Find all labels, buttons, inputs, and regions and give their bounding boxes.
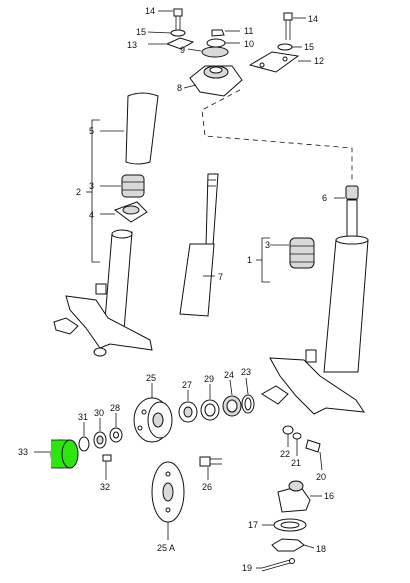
part-14-right-bolt [283,12,293,40]
label-3-left: 3 [89,181,94,191]
label-15-left: 15 [136,27,146,37]
part-13-left-plate [165,37,195,50]
label-13: 13 [127,40,137,50]
label-2: 2 [76,187,81,197]
part-32-screw [102,454,112,470]
part-15-right-washer [277,43,293,51]
label-26: 26 [202,482,212,492]
part-4-spring-seat [113,201,148,223]
part-14-left-bolt [173,8,183,30]
label-25a: 25 A [157,543,175,553]
bracket-1 [256,237,270,283]
label-23: 23 [241,367,251,377]
part-5-dust-boot [125,92,159,165]
bracket-2 [86,119,100,263]
part-9-bushing [201,46,229,58]
part-6-sleeve [345,185,359,200]
label-31: 31 [78,412,88,422]
label-32: 32 [100,482,110,492]
label-3-right: 3 [265,240,270,250]
label-4: 4 [89,210,94,220]
label-24: 24 [224,370,234,380]
label-15-right: 15 [304,42,314,52]
label-16: 16 [324,491,334,501]
part-21-washer [292,432,302,440]
part-3-left-bump-stop [121,174,145,198]
label-22: 22 [280,449,290,459]
part-29-seal [200,399,220,421]
part-23-ring [241,394,255,414]
label-8: 8 [177,83,182,93]
part-3-right-bump-stop [289,237,315,269]
label-14-right: 14 [308,14,318,24]
label-29: 29 [204,374,214,384]
label-1: 1 [247,255,252,265]
label-7: 7 [218,272,223,282]
part-11-nut [211,29,225,37]
label-12: 12 [314,56,324,66]
part-26-bolt [199,456,222,467]
part-25-hub [133,397,173,443]
part-16-ball-joint [277,480,311,513]
label-14-left: 14 [145,6,155,16]
right-steering-knuckle [261,357,366,415]
part-31-lock [78,436,90,452]
part-30-nut [93,431,107,449]
part-24-bearing [222,395,242,417]
part-number-labels: 14 15 13 11 10 9 14 15 12 8 5 2 3 4 7 6 … [18,6,334,573]
part-28-washer [109,427,123,443]
part-12-right-plate [248,51,300,73]
label-28: 28 [110,403,120,413]
part-25a-flange [151,461,185,523]
left-steering-knuckle [53,295,153,357]
label-9: 9 [180,45,185,55]
part-33-cap-highlighted [50,439,79,469]
label-5: 5 [89,126,94,136]
label-21: 21 [291,458,301,468]
label-19: 19 [242,563,252,573]
label-27: 27 [182,380,192,390]
right-strut-body [305,199,369,373]
part-27-bearing [178,401,198,423]
label-33: 33 [18,447,28,457]
label-6: 6 [322,193,327,203]
part-8-upper-mount [189,65,243,97]
part-18-lock-washer [271,538,305,552]
label-20: 20 [316,472,326,482]
part-17-ring-nut [273,518,307,532]
label-25: 25 [146,373,156,383]
label-30: 30 [94,408,104,418]
leader-lines [34,10,345,569]
dashed-reference-line [201,89,353,183]
part-15-left-washer [170,29,186,37]
part-22-nut [282,425,294,435]
label-11: 11 [244,26,253,36]
label-17: 17 [248,520,258,530]
left-strut-body [95,229,133,333]
label-10: 10 [244,39,254,49]
part-7-damper-rod [179,173,219,317]
part-10-washer [206,38,226,48]
part-19-cotter-pin [261,558,295,572]
part-20-pin [305,439,321,453]
label-18: 18 [316,544,326,554]
